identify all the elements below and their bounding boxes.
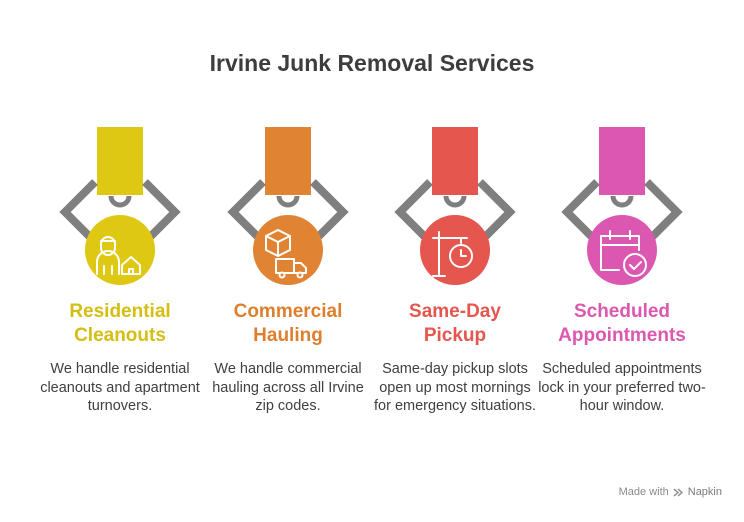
step-4: Scheduled Appointments Scheduled appoint… [537, 300, 707, 416]
step-4-title-line1: Scheduled [573, 301, 671, 322]
step-1-graphic [65, 127, 175, 285]
step-3-bar [432, 127, 478, 195]
step-4-title-line2: Appointments [558, 325, 686, 346]
step-3: Same-Day Pickup Same-day pickup slots op… [370, 300, 540, 416]
step-4-description: Scheduled appointments lock in your pref… [538, 361, 706, 414]
footer-attribution: Made with Napkin [619, 486, 722, 498]
step-1-description: We handle residential cleanouts and apar… [40, 361, 200, 414]
napkin-logo-icon [673, 487, 683, 497]
diagram-title: Irvine Junk Removal Services [209, 50, 535, 76]
step-2-title-line1: Commercial [233, 301, 343, 322]
box-truck-icon [265, 229, 307, 279]
step-3-description: Same-day pickup slots open up most morni… [374, 361, 536, 414]
step-2-description: We handle commercial hauling across all … [212, 361, 364, 414]
footer-made-with: Made with [618, 486, 669, 498]
step-1-title-line1: Residential [69, 301, 171, 322]
step-2-graphic [233, 127, 343, 285]
step-2-bar [265, 127, 311, 195]
step-4-graphic [567, 127, 677, 285]
signpost-clock-icon [432, 231, 473, 277]
step-2: Commercial Hauling We handle commercial … [203, 300, 373, 416]
step-1-bar [97, 127, 143, 195]
step-3-title: Same-Day Pickup [370, 300, 540, 348]
step-3-graphic [400, 127, 510, 285]
footer-brand: Napkin [687, 486, 722, 498]
step-2-title-line2: Hauling [253, 325, 323, 346]
step-4-bar [599, 127, 645, 195]
step-1-title: Residential Cleanouts [35, 300, 205, 348]
step-3-title-line2: Pickup [423, 325, 487, 346]
step-2-title: Commercial Hauling [203, 300, 373, 348]
step-3-title-line1: Same-Day [409, 301, 501, 322]
worker-house-icon [96, 236, 141, 275]
calendar-check-icon [600, 230, 647, 277]
step-1: Residential Cleanouts We handle resident… [35, 300, 205, 416]
step-1-title-line2: Cleanouts [74, 325, 166, 346]
step-3-circle [420, 215, 490, 285]
step-4-circle [587, 215, 657, 285]
step-4-title: Scheduled Appointments [537, 300, 707, 348]
step-1-circle [85, 215, 155, 285]
